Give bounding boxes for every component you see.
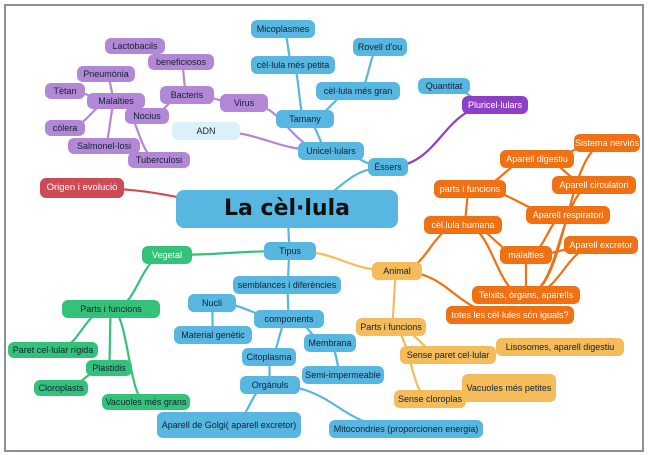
node-tuberculosi[interactable]: Tuberculosi (128, 152, 190, 168)
node-mitocondries[interactable]: Mitocondries (proporcionen energia) (329, 420, 483, 438)
node-tipus[interactable]: Tipus (264, 242, 316, 260)
link-parts-veg-to-vacuoles-grans (109, 307, 148, 404)
node-teixits[interactable]: Teixits, òrgans, aparells (472, 286, 580, 304)
node-vacuoles-petites[interactable]: Vacuoles més petites (462, 374, 556, 402)
node-essers[interactable]: Éssers (368, 158, 408, 176)
node-animal[interactable]: Animal (372, 262, 422, 280)
node-salmonel[interactable]: Salmonel·losi (68, 138, 140, 154)
node-origen[interactable]: Origen i evolució (40, 178, 124, 198)
node-golgi[interactable]: Aparell de Golgi( aparell excretor) (157, 412, 301, 438)
node-ap-respiratori[interactable]: Aparell respiratori (526, 206, 610, 224)
node-lactobacils[interactable]: Lactobacils (105, 38, 165, 54)
node-cel-mes-petita[interactable]: cèl·lula més petita (251, 56, 335, 74)
node-membrana[interactable]: Membrana (304, 334, 356, 352)
node-sense-cloroplas[interactable]: Sense cloroplas (394, 390, 466, 408)
node-colera[interactable]: còlera (45, 120, 85, 136)
node-micoplasmes[interactable]: Micoplasmes (251, 20, 315, 38)
node-parts-veg[interactable]: Parts i funcions (62, 300, 160, 318)
node-semipermeable[interactable]: Semi-impermeable (302, 366, 384, 384)
node-material-genetic[interactable]: Material genètic (174, 326, 252, 344)
node-plastidis[interactable]: Plastidis (86, 360, 132, 376)
node-beneficiosos[interactable]: beneficiosos (148, 54, 214, 70)
central-topic[interactable]: La cèl·lula (176, 190, 398, 228)
node-totes-iguals[interactable]: totes les cèl·lules són iguals? (446, 306, 574, 324)
node-unicel[interactable]: Unicel·lulars (298, 142, 364, 160)
node-sense-paret[interactable]: Sense paret cel·lular (400, 346, 496, 364)
node-tamany[interactable]: Tamany (276, 110, 334, 128)
node-nocius[interactable]: Nocius (125, 108, 169, 124)
node-adn[interactable]: ADN (172, 122, 240, 140)
node-parts-anim[interactable]: Parts i funcions (356, 318, 426, 336)
node-nucli[interactable]: Nucli (188, 294, 236, 312)
node-pluricel[interactable]: Pluricel·lulars (462, 96, 528, 114)
node-parts-funcions-o[interactable]: parts i funcions (434, 180, 506, 198)
node-vacuoles-grans[interactable]: Vacuoles més grans (102, 394, 190, 410)
node-quantitat[interactable]: Quantitat (418, 78, 470, 94)
node-cel-humana[interactable]: cèl.lula humana (424, 216, 502, 234)
node-tetan[interactable]: Tètan (45, 83, 85, 99)
node-organuls[interactable]: Orgànuls (240, 376, 300, 394)
node-malalties-h[interactable]: malalties (500, 246, 552, 264)
node-bacteris[interactable]: Bacteris (160, 86, 214, 104)
node-ap-excretor[interactable]: Aparell excretor (564, 236, 638, 254)
node-vegetal[interactable]: Vegetal (142, 246, 192, 264)
node-paret-rigida[interactable]: Paret cel·lular rígida (8, 342, 98, 358)
node-cel-mes-gran[interactable]: cèl·lula més gran (316, 82, 400, 100)
node-citoplasma[interactable]: Citoplasma (242, 348, 296, 366)
node-semblances[interactable]: semblances i diferències (233, 276, 341, 294)
node-lisosomes[interactable]: Lisosomes, aparell digestiu (496, 338, 624, 356)
node-rovell[interactable]: Rovell d'ou (353, 38, 407, 56)
node-pneumonia[interactable]: Pneumònia (77, 66, 135, 82)
node-cloroplasts[interactable]: Cloroplasts (34, 380, 88, 396)
node-ap-circulatori[interactable]: Aparell circulatori (552, 176, 636, 194)
node-components[interactable]: components (254, 310, 324, 328)
node-virus[interactable]: Virus (220, 94, 268, 112)
node-ap-digestiu[interactable]: Aparell digestiu (500, 150, 574, 168)
node-malalties-bac[interactable]: Malalties (87, 93, 145, 109)
node-sistema-nervios[interactable]: Sistema nerviós (574, 134, 640, 152)
